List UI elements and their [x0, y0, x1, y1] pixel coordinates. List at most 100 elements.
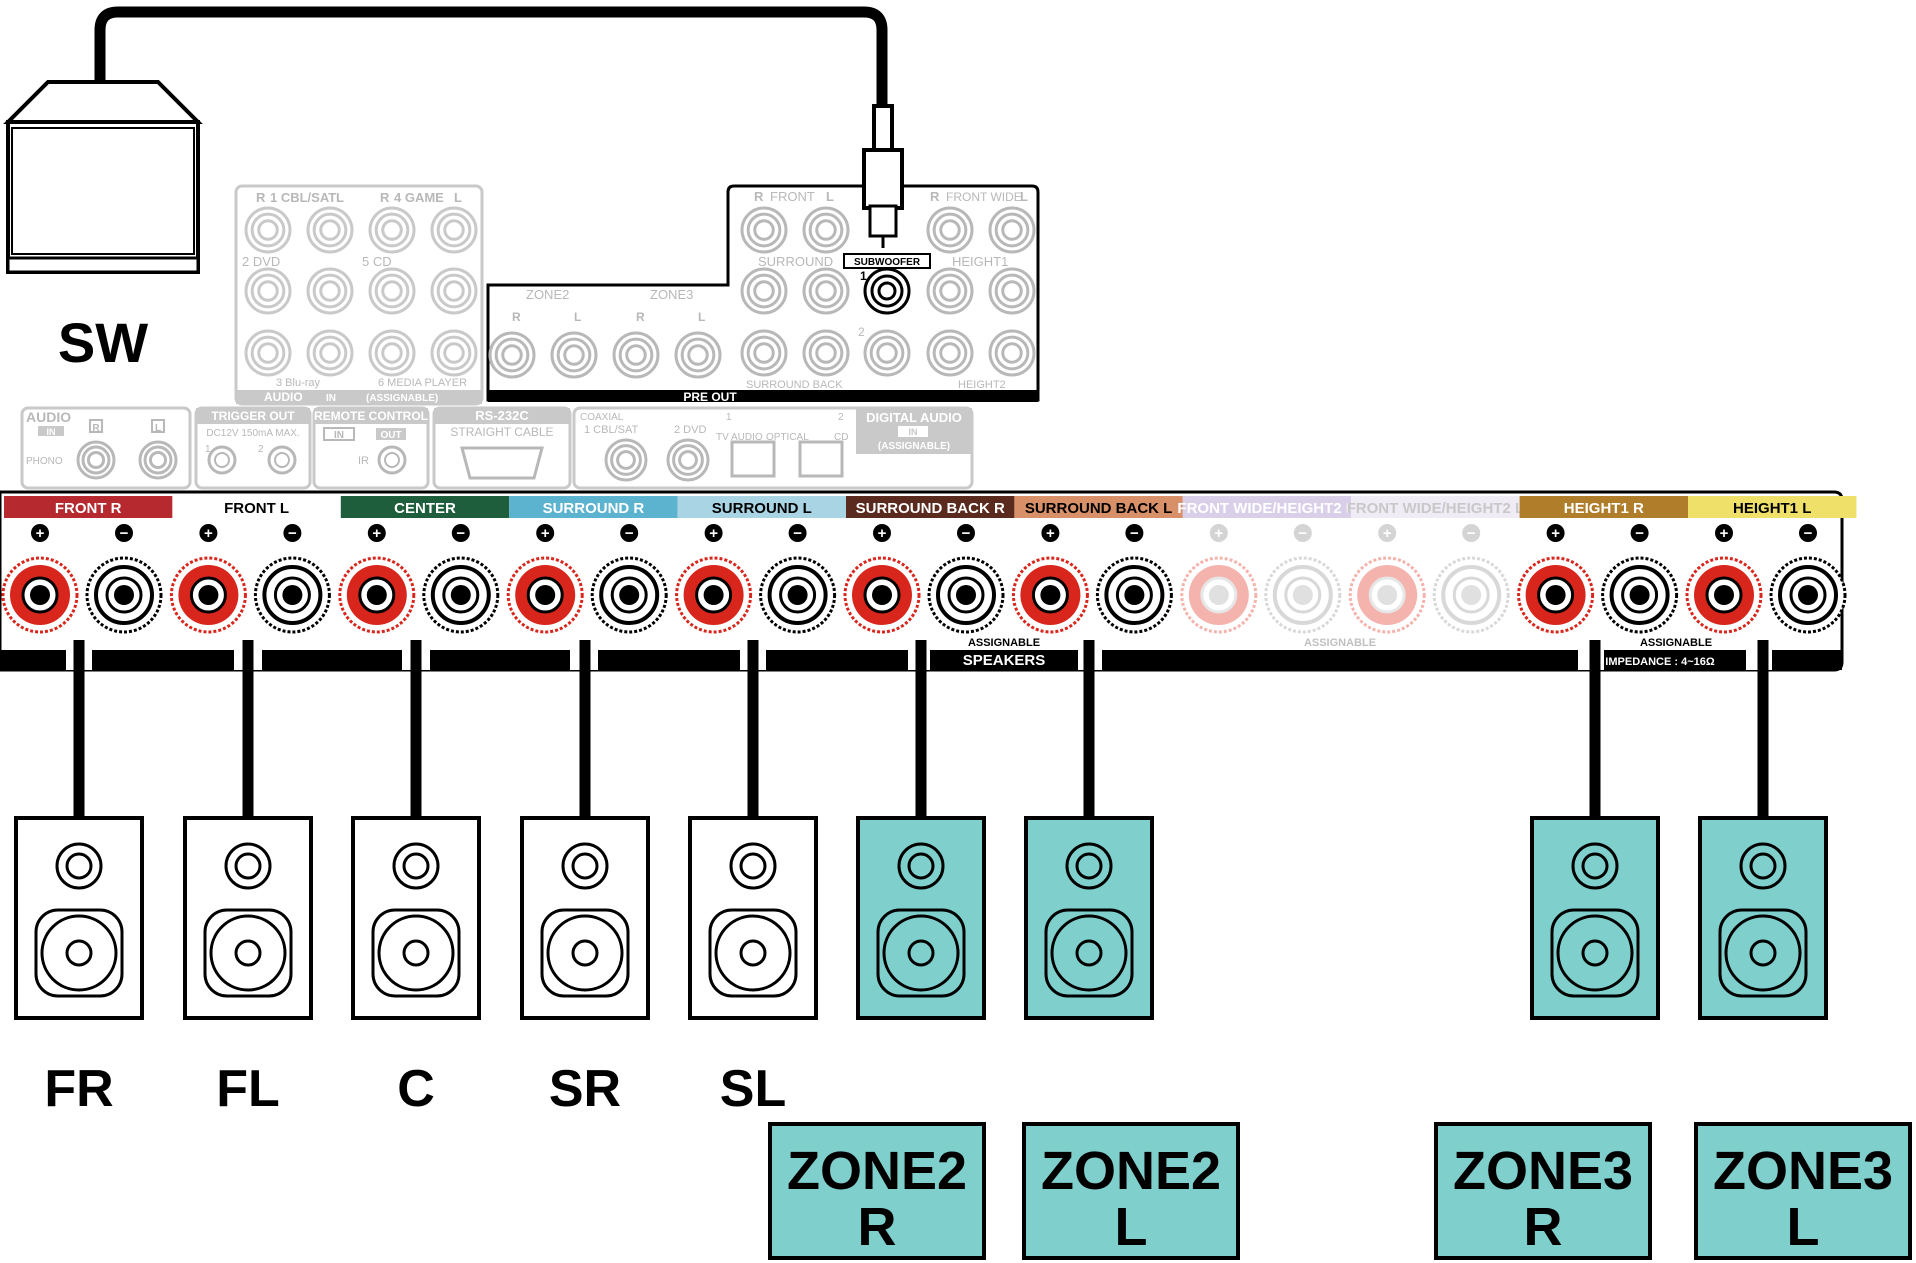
polarity-mark [115, 524, 133, 542]
zone-speaker [1024, 816, 1154, 1020]
terminal-positive[interactable] [1685, 556, 1763, 634]
terminal-header [1182, 496, 1352, 518]
svg-text:L: L [826, 189, 834, 204]
svg-text:STRAIGHT CABLE: STRAIGHT CABLE [450, 425, 553, 439]
audio-in-label: AUDIO [264, 390, 303, 404]
input-jack [244, 329, 292, 377]
speaker [14, 816, 144, 1020]
speaker-label: FR [44, 1060, 113, 1118]
zone-box-line2: L [1787, 1197, 1820, 1257]
svg-text:1: 1 [860, 269, 867, 283]
terminal-negative[interactable] [927, 556, 1005, 634]
input-label-media-player: 6 MEDIA PLAYER [378, 377, 467, 389]
svg-text:IN: IN [47, 427, 56, 437]
terminal-header [172, 496, 341, 518]
input-group-2-l: L [454, 190, 462, 205]
svg-text:IN: IN [334, 430, 344, 441]
terminal-negative[interactable] [1095, 556, 1173, 634]
svg-text:1: 1 [726, 412, 732, 423]
audio-in-in: IN [326, 393, 336, 404]
svg-text:(ASSIGNABLE): (ASSIGNABLE) [878, 441, 950, 452]
polarity-mark [1293, 524, 1312, 542]
preout-jack [802, 267, 850, 315]
polarity-sign: − [962, 525, 971, 542]
zone-box-line2: R [858, 1197, 897, 1257]
subwoofer-box [3, 80, 203, 274]
terminal-header [340, 496, 510, 518]
terminal-negative[interactable] [85, 556, 163, 634]
bottom-jack [604, 438, 648, 482]
preout-zone3-label: ZONE3 [650, 287, 693, 302]
terminal-positive[interactable] [1, 556, 79, 634]
terminal-positive[interactable] [843, 556, 921, 634]
input-jack [306, 267, 354, 315]
preout-jack [988, 329, 1036, 377]
polarity-sign: − [1467, 525, 1476, 542]
input-group-1-l: L [336, 190, 344, 205]
polarity-mark [873, 524, 891, 542]
terminal-positive[interactable] [506, 556, 584, 634]
polarity-mark [199, 524, 218, 542]
polarity-sign: − [288, 525, 297, 542]
preout-surround-back-label: SURROUND BACK [746, 379, 843, 391]
terminal-header-label: FRONT R [55, 500, 122, 517]
terminal-positive[interactable] [1180, 556, 1258, 634]
terminal-positive[interactable] [1011, 556, 1089, 634]
terminal-negative[interactable] [759, 556, 837, 634]
svg-text:R: R [636, 310, 645, 324]
zone-box-line1: ZONE2 [1041, 1141, 1221, 1201]
preout-subwoofer-label: SUBWOOFER [854, 257, 921, 268]
input-jack [306, 329, 354, 377]
svg-text:1: 1 [205, 444, 211, 455]
bottom-jack [76, 440, 116, 480]
terminal-header [677, 496, 846, 518]
speaker [520, 816, 650, 1020]
terminal-positive[interactable] [1517, 556, 1595, 634]
impedance-label: IMPEDANCE : 4~16Ω [1605, 656, 1715, 668]
terminal-header-label: FRONT L [224, 500, 289, 517]
polarity-mark [283, 524, 302, 542]
input-group-2-name: 4 GAME [394, 190, 444, 205]
polarity-sign: + [541, 525, 550, 542]
terminal-positive[interactable] [338, 556, 416, 634]
svg-text:L: L [1020, 189, 1028, 204]
preout-jack [488, 331, 536, 379]
terminal-negative[interactable] [422, 556, 500, 634]
terminal-positive[interactable] [1348, 556, 1426, 634]
preout-jack [863, 329, 911, 377]
zone-speaker [856, 816, 986, 1020]
preout-jack [740, 267, 788, 315]
polarity-mark [1715, 524, 1733, 542]
input-jack [244, 267, 292, 315]
polarity-mark [1378, 524, 1397, 542]
polarity-mark [620, 524, 639, 542]
zone-box-line2: L [1115, 1197, 1148, 1257]
polarity-sign: + [372, 525, 381, 542]
terminal-positive[interactable] [675, 556, 753, 634]
svg-text:PHONO: PHONO [26, 456, 63, 467]
polarity-sign: − [793, 525, 802, 542]
polarity-sign: + [1551, 525, 1560, 542]
terminal-negative[interactable] [1264, 556, 1342, 634]
preout-jack [740, 206, 788, 254]
speaker-label: SL [720, 1060, 786, 1118]
terminal-negative[interactable] [590, 556, 668, 634]
svg-text:2: 2 [838, 412, 844, 423]
terminal-negative[interactable] [1769, 556, 1847, 634]
svg-text:2: 2 [858, 325, 865, 339]
terminal-header [1014, 496, 1183, 518]
polarity-mark [1799, 524, 1817, 542]
terminal-negative[interactable] [1601, 556, 1679, 634]
subwoofer-cable [94, 6, 888, 112]
input-jack [430, 206, 478, 254]
terminal-negative[interactable] [253, 556, 331, 634]
svg-text:2: 2 [258, 444, 264, 455]
svg-text:DC12V 150mA MAX.: DC12V 150mA MAX. [206, 428, 299, 439]
terminal-negative[interactable] [1432, 556, 1510, 634]
zone-box-line1: ZONE2 [787, 1141, 967, 1201]
svg-text:R: R [512, 310, 521, 324]
terminal-positive[interactable] [169, 556, 247, 634]
